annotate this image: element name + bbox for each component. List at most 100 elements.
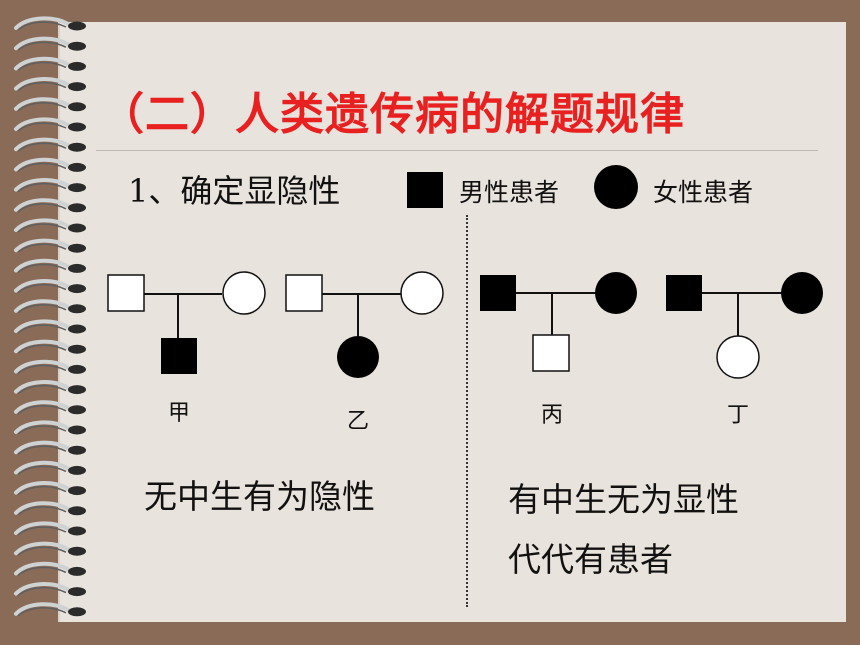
binding-ring-shadow [17, 364, 67, 374]
binding-hole [68, 142, 86, 152]
binding-ring-shadow [17, 142, 67, 152]
binding-hole [68, 324, 86, 334]
binding-hole [68, 203, 86, 213]
father-affected-square [666, 275, 702, 311]
page-title: （二）人类遗传病的解题规律 [100, 89, 685, 140]
binding-ring-shadow [17, 425, 67, 435]
binding-hole [68, 445, 86, 455]
binding-ring-shadow [17, 81, 67, 92]
binding-ring [14, 16, 70, 30]
binding-ring [14, 56, 70, 71]
father-affected-square [480, 275, 516, 311]
binding-hole [68, 223, 86, 233]
dominant-rule-text-2: 代代有患者 [508, 540, 673, 579]
binding-ring-shadow [17, 162, 67, 172]
pedigree-bing [480, 272, 637, 372]
binding-hole [68, 122, 86, 132]
binding-hole [68, 263, 86, 273]
binding-hole [68, 364, 86, 374]
binding-ring [14, 440, 70, 455]
binding-ring [14, 258, 70, 273]
binding-ring [14, 359, 70, 374]
binding-hole [68, 102, 86, 112]
binding-ring-shadow [17, 324, 67, 334]
mother-unaffected-circle [222, 271, 266, 315]
binding-ring [14, 218, 70, 232]
section-heading: 1、确定显隐性 [128, 172, 341, 210]
binding-ring [14, 137, 70, 152]
father-unaffected-square [285, 274, 323, 312]
binding-ring [14, 97, 70, 111]
binding-hole [68, 486, 86, 496]
recessive-rule-text: 无中生有为隐性 [144, 477, 375, 516]
binding-ring-shadow [17, 586, 67, 597]
binding-hole [68, 41, 86, 51]
mother-affected-circle [781, 272, 823, 314]
father-unaffected-square [107, 274, 145, 312]
binding-ring [14, 521, 70, 535]
pedigree-label-ding: 丁 [727, 403, 750, 428]
binding-ring-shadow [17, 41, 67, 51]
binding-hole [68, 587, 86, 597]
binding-ring [14, 238, 70, 253]
dominant-rule-text: 有中生无为显性 [508, 480, 739, 519]
binding-hole [68, 61, 86, 71]
binding-hole [68, 566, 86, 576]
binding-ring-shadow [17, 243, 67, 253]
pedigree-yi [285, 271, 444, 378]
spiral-binding-icon [14, 16, 86, 617]
binding-ring-shadow [17, 384, 67, 395]
legend-male-label: 男性患者 [459, 178, 560, 207]
binding-ring [14, 117, 70, 131]
binding-ring [14, 339, 70, 354]
binding-ring-shadow [17, 122, 67, 132]
female-affected-circle-icon [594, 165, 638, 209]
binding-ring-shadow [17, 263, 67, 273]
binding-ring-shadow [17, 223, 67, 233]
binding-hole [68, 607, 86, 617]
binding-ring-shadow [17, 21, 67, 31]
pedigree-label-jia: 甲 [168, 401, 191, 426]
binding-ring-shadow [17, 283, 67, 294]
binding-ring [14, 279, 70, 293]
binding-hole [68, 506, 86, 516]
pedigree-jia [107, 271, 266, 374]
binding-ring-shadow [17, 546, 67, 556]
binding-ring-shadow [17, 304, 67, 314]
binding-ring-shadow [17, 203, 67, 213]
binding-hole [68, 546, 86, 556]
binding-ring-shadow [17, 182, 67, 193]
binding-ring [14, 582, 70, 596]
binding-ring [14, 501, 70, 515]
binding-ring-shadow [17, 465, 67, 475]
binding-hole [68, 183, 86, 193]
binding-hole [68, 82, 86, 92]
mother-affected-circle [595, 272, 637, 314]
binding-ring [14, 157, 70, 172]
binding-ring [14, 178, 70, 192]
pedigree-diagrams [107, 271, 823, 379]
daughter-unaffected-circle [716, 335, 760, 379]
binding-ring-shadow [17, 405, 67, 415]
binding-hole [68, 304, 86, 314]
binding-hole [68, 526, 86, 536]
binding-hole [68, 465, 86, 475]
pedigree-label-yi: 乙 [347, 409, 370, 434]
binding-hole [68, 162, 86, 172]
binding-hole [68, 21, 86, 31]
notebook-paper [58, 22, 846, 622]
pedigree-label-bing: 丙 [541, 403, 564, 428]
binding-ring [14, 77, 70, 91]
son-affected-square [161, 338, 197, 374]
legend-female-label: 女性患者 [653, 178, 754, 207]
binding-ring-shadow [17, 506, 67, 516]
binding-hole [68, 344, 86, 354]
binding-ring-shadow [17, 566, 67, 576]
binding-ring-shadow [17, 607, 67, 617]
binding-ring-shadow [17, 485, 67, 496]
binding-ring [14, 561, 70, 576]
binding-hole [68, 425, 86, 435]
title-divider [96, 150, 818, 151]
binding-ring [14, 481, 70, 495]
binding-ring [14, 420, 70, 434]
